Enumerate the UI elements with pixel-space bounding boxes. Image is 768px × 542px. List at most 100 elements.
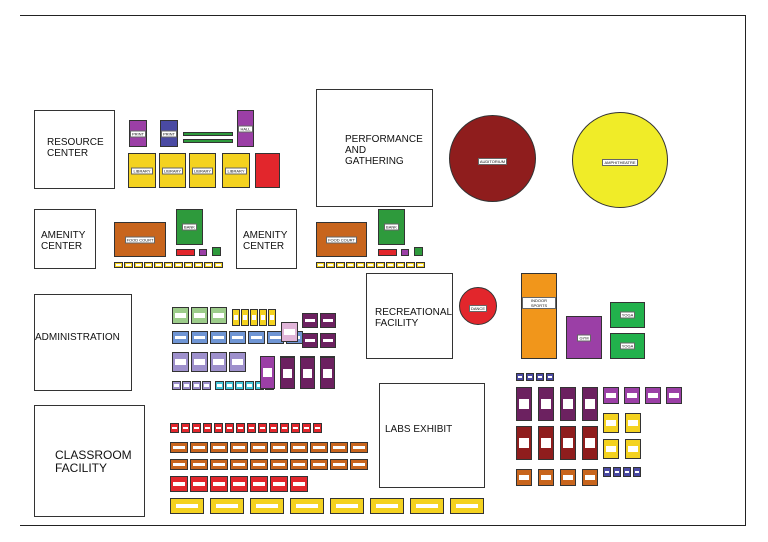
locker	[144, 262, 153, 268]
class-room	[250, 498, 284, 514]
lab-unit	[516, 373, 524, 381]
zone-label: AMENITY CENTER	[41, 230, 86, 252]
room-label: BANK	[182, 223, 197, 231]
room-library-1: LIBRARY	[128, 153, 156, 188]
office-room	[268, 309, 276, 326]
class-room	[190, 442, 208, 453]
office-room	[250, 309, 258, 326]
zone-label: LABS EXHIBIT	[385, 424, 453, 435]
class-room	[450, 498, 484, 514]
office-room	[215, 381, 224, 390]
room-yoga-2: YOGA	[610, 333, 645, 359]
room-small-red-2	[378, 249, 397, 256]
room-print-2: PRINT	[160, 120, 178, 147]
class-room	[230, 459, 248, 470]
class-room	[330, 442, 348, 453]
class-room	[330, 498, 364, 514]
office-room	[229, 331, 246, 344]
room-dance: DANCE	[459, 287, 497, 325]
class-room	[250, 442, 268, 453]
lab-room	[582, 469, 598, 486]
office-room	[281, 322, 298, 342]
room-label: AMPHITHEATRE	[602, 159, 638, 166]
locker	[386, 262, 395, 268]
lab-room	[516, 387, 532, 421]
lab-unit	[546, 373, 554, 381]
office-room	[241, 309, 249, 326]
zone-label: RECREATIONAL FACILITY	[375, 307, 452, 329]
class-room	[210, 476, 228, 492]
room-small-red-1	[176, 249, 195, 256]
exhibit-room	[624, 387, 640, 404]
zone-amenity-mid: AMENITY CENTER	[236, 209, 297, 269]
lab-room	[538, 387, 554, 421]
lab-room	[560, 387, 576, 421]
room-auditorium: AUDITORIUM	[449, 115, 536, 202]
class-room	[210, 442, 228, 453]
class-room	[270, 476, 288, 492]
lab-room	[582, 426, 598, 460]
locker	[194, 262, 203, 268]
room-label: PRINT	[130, 130, 146, 137]
exhibit-unit	[613, 467, 621, 477]
class-room	[190, 459, 208, 470]
class-room	[310, 442, 328, 453]
lab-room	[582, 387, 598, 421]
exhibit-unit	[633, 467, 641, 477]
room-label: PRINT	[161, 130, 177, 137]
office-room	[172, 307, 189, 324]
room-label: FOOD COURT	[326, 236, 357, 243]
locker	[416, 262, 425, 268]
room-hall: HALL	[237, 110, 254, 147]
room-label: YOGA	[619, 311, 636, 319]
class-room	[230, 476, 248, 492]
zone-labs: LABS EXHIBIT	[379, 383, 485, 488]
room-indoor-sports: INDOOR SPORTS	[521, 273, 557, 359]
study-bench	[183, 132, 233, 136]
class-room	[170, 423, 179, 433]
locker	[336, 262, 345, 268]
lab-room	[560, 426, 576, 460]
room-red-1	[255, 153, 280, 188]
class-room	[170, 476, 188, 492]
office-room	[172, 352, 189, 372]
study-bench	[183, 139, 233, 143]
room-label: DANCE	[468, 305, 487, 312]
room-label: LIBRARY	[131, 167, 153, 174]
locker	[356, 262, 365, 268]
class-room	[269, 423, 278, 433]
locker	[124, 262, 133, 268]
room-small-green-2	[414, 247, 423, 256]
office-room	[320, 333, 336, 348]
office-room	[232, 309, 240, 326]
room-small-purple-1	[199, 249, 207, 256]
locker	[326, 262, 335, 268]
room-yoga-1: YOGA	[610, 302, 645, 328]
room-label: LIBRARY	[161, 167, 184, 174]
zone-label: PERFORMANCE AND GATHERING	[345, 134, 423, 167]
meeting-room	[280, 357, 295, 389]
class-room	[247, 423, 256, 433]
exhibit-room	[625, 439, 641, 459]
zone-label: RESOURCE CENTER	[47, 137, 104, 159]
locker	[134, 262, 143, 268]
zone-administration: ADMINISTRATION	[34, 294, 132, 391]
office-room	[302, 313, 318, 328]
class-room	[310, 459, 328, 470]
locker	[396, 262, 405, 268]
room-label: AUDITORIUM	[477, 157, 508, 165]
office-room	[191, 331, 208, 344]
exhibit-room	[645, 387, 661, 404]
room-label: FOOD COURT	[124, 236, 156, 243]
meeting-room	[260, 356, 275, 389]
class-room	[214, 423, 223, 433]
class-room	[192, 423, 201, 433]
class-room	[170, 442, 188, 453]
class-room	[258, 423, 267, 433]
room-label: HALL	[238, 125, 253, 132]
lab-room	[538, 426, 554, 460]
room-label: YOGA	[619, 342, 636, 350]
meeting-room	[320, 357, 335, 389]
zone-resource-center: RESOURCE CENTER	[34, 110, 115, 189]
